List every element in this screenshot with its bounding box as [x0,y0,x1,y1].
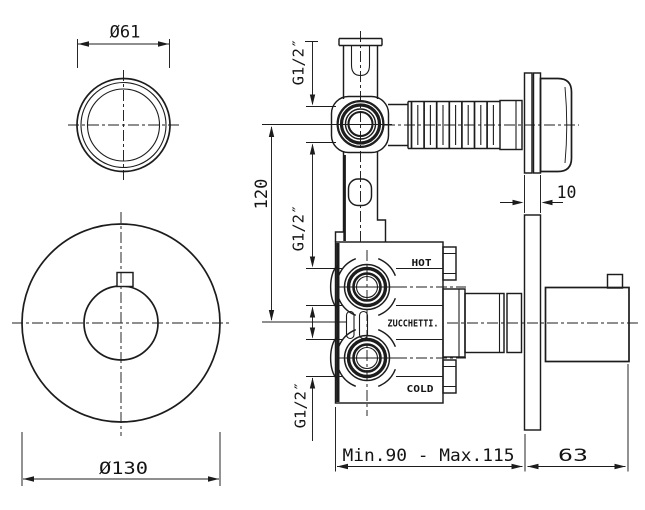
dim-port-spacing: 120 [252,179,272,210]
dim-thread-top: G1/2″ [290,39,308,86]
dim-handle-depth: 63 [558,446,588,466]
callout-ticks [305,41,343,377]
d130-extension-lines [21,432,221,486]
trim-front-view: Ø130 [12,212,232,486]
bridge-slot-right [358,310,369,340]
knob-top-view: Ø61 [68,23,179,180]
hot-label: HOT [412,258,432,269]
outlet-cap [539,77,573,173]
knob-index-tab [116,271,134,288]
valve-body-front-view: HOT COLD ZUCCHETTI. [329,31,640,431]
bracket-slot [347,178,373,207]
top-wall-flange [523,72,573,174]
cold-label: COLD [407,384,434,395]
d61-extension-lines [77,39,170,68]
handle-side-view [544,273,630,363]
cartridge-stem [442,288,523,358]
wall-plate-side [523,214,542,431]
dim-plate-diameter: Ø130 [99,459,148,479]
knob-centerlines [68,70,179,180]
dimension-120: 120 [252,124,392,323]
brand-label: ZUCCHETTI. [388,319,439,330]
dimension-10: 10 [500,175,576,213]
dimension-min-max: Min.90 - Max.115 [335,407,526,472]
handle-index-tab [606,273,624,289]
dim-thread-mid: G1/2″ [290,205,308,252]
body-bore-lines [396,267,443,378]
dim-wall-plate-thickness: 10 [557,183,577,202]
cold-inlet-port [329,326,466,390]
service-plug-top [442,246,457,281]
dim-thread-bottom: G1/2″ [292,382,310,429]
hot-inlet-port [329,255,466,319]
bridge-slot-left [345,310,355,340]
dim-knob-diameter: Ø61 [110,23,141,43]
trim-centerlines [12,212,232,436]
dim-install-depth: Min.90 - Max.115 [343,446,515,466]
thread-callouts: G1/2″ G1/2″ G1/2″ [290,39,343,441]
mounting-bracket [334,151,387,242]
service-plug-bottom [442,359,457,394]
dimension-63: 63 [527,364,629,472]
